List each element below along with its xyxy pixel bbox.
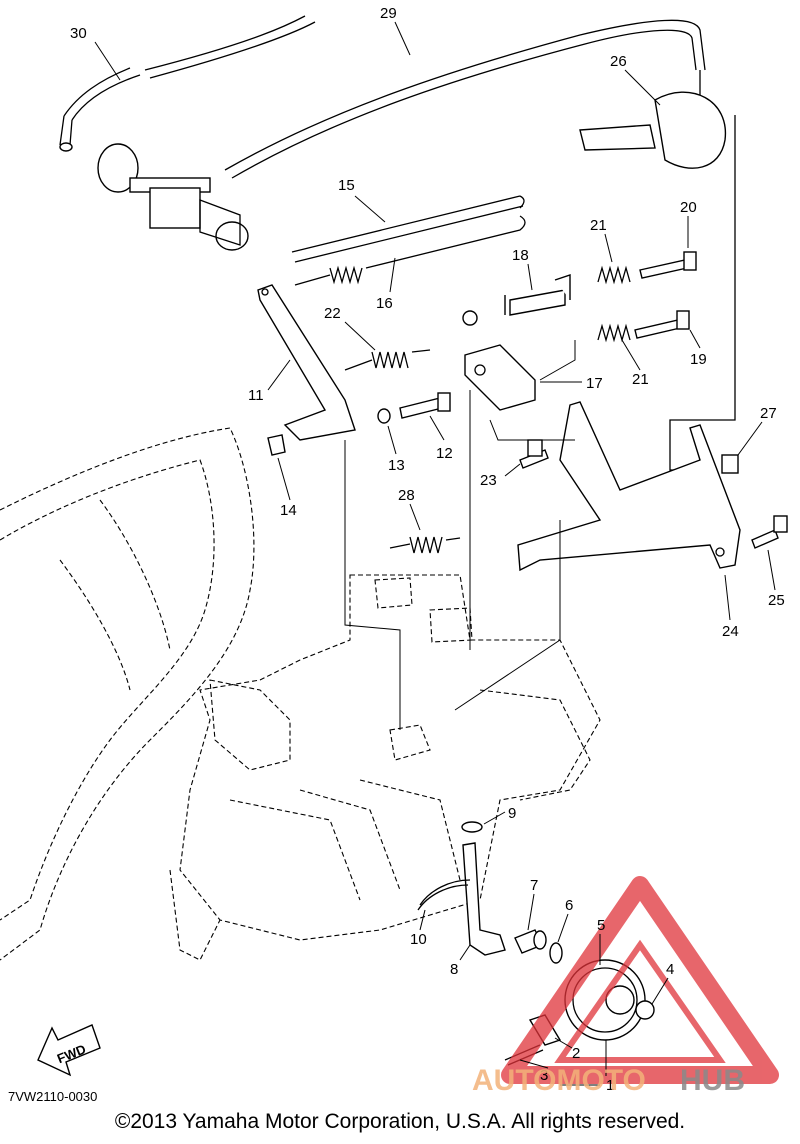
callout-19: 19 (690, 351, 707, 368)
pin-10 (417, 879, 471, 911)
callout-20: 20 (680, 199, 697, 216)
spring-16 (294, 215, 526, 286)
callout-22: 22 (324, 305, 341, 322)
clip-14 (267, 434, 286, 456)
callout-6: 6 (565, 897, 573, 914)
bolt-23 (519, 439, 549, 469)
callout-18: 18 (512, 247, 529, 264)
callout-11: 11 (248, 387, 264, 404)
solenoid-valve (97, 143, 249, 251)
watermark-text: AUTOMOTO HUB (472, 1064, 745, 1097)
springs-21 (597, 265, 631, 343)
callout-5: 5 (597, 917, 605, 934)
nut-27 (721, 454, 739, 474)
callout-2: 2 (572, 1045, 580, 1062)
callout-27: 27 (760, 405, 777, 422)
washer-9 (461, 821, 483, 833)
callout-12: 12 (436, 445, 453, 462)
bolt-25 (751, 515, 788, 549)
watermark-part2: HUB (680, 1064, 745, 1097)
callout-labels: 30 29 26 15 16 18 21 20 19 21 17 22 11 1… (70, 5, 785, 1094)
bolts-20-19 (634, 251, 697, 339)
hose-29 (224, 19, 706, 179)
callout-28: 28 (398, 487, 415, 504)
fwd-arrow: FWD (37, 1024, 101, 1077)
callout-29: 29 (380, 5, 397, 22)
hose-30 (59, 15, 316, 152)
rod-15 (291, 195, 525, 263)
collar-7 (514, 929, 547, 954)
watermark-part1: AUTOMOTO (472, 1064, 646, 1097)
callout-25: 25 (768, 592, 785, 609)
callout-21a: 21 (590, 217, 607, 234)
callout-24: 24 (722, 623, 739, 640)
callout-23: 23 (480, 472, 497, 489)
callout-4: 4 (666, 961, 674, 978)
washer-6 (549, 942, 563, 964)
diaphragm-26 (579, 70, 736, 471)
bolt-12-washer-13 (377, 392, 451, 424)
bracket-17 (462, 310, 536, 411)
watermark-logo (501, 876, 779, 1084)
callout-13: 13 (388, 457, 405, 474)
callout-10: 10 (410, 931, 427, 948)
bracket-18 (504, 274, 571, 316)
diagram-code: 7VW2110-0030 (8, 1089, 98, 1104)
callout-8: 8 (450, 961, 458, 978)
callout-15: 15 (338, 177, 355, 194)
callout-14: 14 (280, 502, 297, 519)
callout-1: 1 (606, 1077, 614, 1094)
callout-30: 30 (70, 25, 87, 42)
spring-28 (389, 536, 461, 554)
callout-9: 9 (508, 805, 516, 822)
copyright-notice: ©2013 Yamaha Motor Corporation, U.S.A. A… (114, 1110, 686, 1133)
callout-17: 17 (586, 375, 603, 392)
callout-3: 3 (540, 1067, 548, 1084)
leader-lines (344, 340, 576, 730)
spring-22 (344, 349, 431, 371)
callout-16: 16 (376, 295, 393, 312)
shaft-8 (462, 842, 506, 956)
callout-7: 7 (530, 877, 538, 894)
bracket-24 (517, 401, 741, 572)
callout-26: 26 (610, 53, 627, 70)
lever-11 (257, 284, 356, 441)
callout-21b: 21 (632, 371, 649, 388)
engine-housing (0, 427, 601, 961)
